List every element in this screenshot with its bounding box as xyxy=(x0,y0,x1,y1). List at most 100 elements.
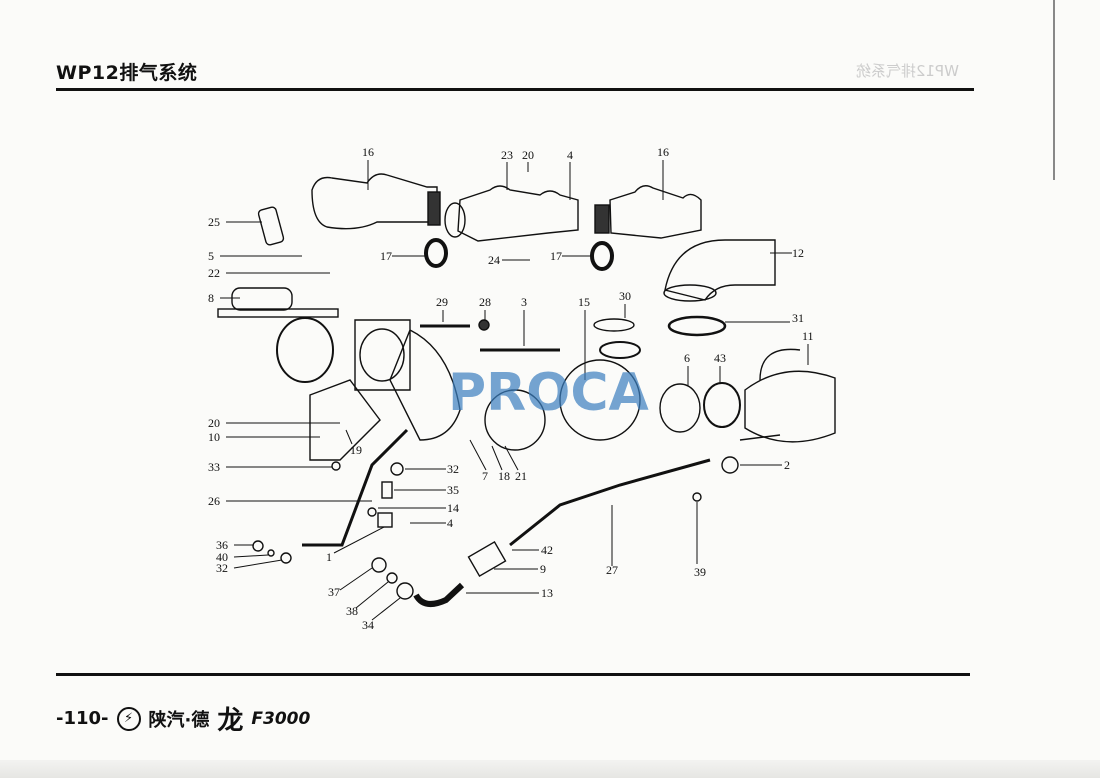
washer-14 xyxy=(367,507,377,517)
part-callout-34: 34 xyxy=(362,618,374,632)
watermark-logo: PROCA xyxy=(448,363,649,423)
part-callout-17: 17 xyxy=(550,249,562,263)
part-callout-14: 14 xyxy=(447,501,459,515)
part-callout-40: 40 xyxy=(216,550,228,564)
turbo-housing xyxy=(354,319,461,441)
part-callout-25: 25 xyxy=(208,215,220,229)
oil-pipe-26 xyxy=(302,428,409,547)
part-callout-20: 20 xyxy=(522,148,534,162)
part-callout-32: 32 xyxy=(447,462,459,476)
leader-line xyxy=(469,439,487,471)
part-callout-28: 28 xyxy=(479,295,491,309)
scan-edge xyxy=(0,760,1100,778)
turbo-inlet-flange xyxy=(276,317,334,383)
part-callout-7: 7 xyxy=(482,469,488,483)
part-callout-29: 29 xyxy=(436,295,448,309)
washer-40 xyxy=(267,549,275,557)
leader-line xyxy=(233,554,269,558)
fitting-35 xyxy=(381,481,393,499)
part-callout-35: 35 xyxy=(447,483,459,497)
ring-15 xyxy=(599,341,641,359)
bracket-10 xyxy=(309,379,381,461)
part-callout-16: 16 xyxy=(657,145,669,159)
clamp-1 xyxy=(377,512,393,528)
footer-rule xyxy=(56,673,970,676)
ring-30 xyxy=(593,318,635,332)
part-callout-11: 11 xyxy=(802,329,814,343)
leader-line xyxy=(339,567,373,591)
page-edge xyxy=(1053,0,1055,180)
pipe-13 xyxy=(413,582,465,607)
fitting-36 xyxy=(252,540,264,552)
part-callout-9: 9 xyxy=(540,562,546,576)
part-callout-30: 30 xyxy=(619,289,631,303)
sleeve-6 xyxy=(659,383,701,433)
part-callout-21: 21 xyxy=(515,469,527,483)
gasket-2 xyxy=(721,456,739,474)
bellows-43 xyxy=(703,382,741,428)
part-callout-12: 12 xyxy=(792,246,804,260)
pipe-27 xyxy=(509,458,711,547)
manifold-center-end xyxy=(444,202,466,238)
washer-38 xyxy=(386,572,398,584)
turbo-ring-plate xyxy=(484,389,546,451)
part-callout-27: 27 xyxy=(606,563,618,577)
bolt-33 xyxy=(331,461,341,471)
hose-9 xyxy=(467,541,507,577)
nut-34 xyxy=(396,582,414,600)
nut-32-upper xyxy=(390,462,404,476)
nut-28 xyxy=(478,319,490,331)
manifold-flange-left xyxy=(427,191,441,226)
part-callout-8: 8 xyxy=(208,291,214,305)
exhaust-manifold-left xyxy=(311,173,438,230)
part-callout-19: 19 xyxy=(350,443,362,457)
part-callout-16: 16 xyxy=(362,145,374,159)
elbow-flange xyxy=(663,284,717,302)
exhaust-manifold-center xyxy=(457,185,579,242)
part-callout-10: 10 xyxy=(208,430,220,444)
part-callout-43: 43 xyxy=(714,351,726,365)
part-callout-17: 17 xyxy=(380,249,392,263)
fitting-37 xyxy=(371,557,387,573)
screw-39 xyxy=(692,492,702,502)
turbo-compressor xyxy=(559,359,641,441)
part-callout-13: 13 xyxy=(541,586,553,600)
part-callout-6: 6 xyxy=(684,351,690,365)
bracket-plate xyxy=(217,308,339,318)
seal-ring-17-left xyxy=(424,238,448,268)
header-rule xyxy=(56,88,974,91)
nut-32-lower xyxy=(280,552,292,564)
leader-line xyxy=(333,526,385,554)
elbow-pipe-12 xyxy=(664,239,776,301)
part-callout-39: 39 xyxy=(694,565,706,579)
page-footer: -110- ⚡ 陕汽·德 龙 F3000 xyxy=(56,700,310,737)
outlet-11 xyxy=(744,370,836,443)
actuator-8 xyxy=(231,287,293,311)
part-callout-36: 36 xyxy=(216,538,228,552)
part-callout-3: 3 xyxy=(521,295,527,309)
part-callout-33: 33 xyxy=(208,460,220,474)
part-callout-37: 37 xyxy=(328,585,340,599)
flange-opening xyxy=(359,328,405,382)
manifold-flange-right xyxy=(594,204,610,234)
brand-glyph: 龙 xyxy=(217,706,244,736)
part-callout-18: 18 xyxy=(498,469,510,483)
leader-line xyxy=(355,581,389,609)
part-callout-24: 24 xyxy=(488,253,500,267)
part-callout-1: 1 xyxy=(326,550,332,564)
leader-line xyxy=(233,559,283,569)
exhaust-manifold-right xyxy=(609,185,702,239)
part-callout-4: 4 xyxy=(447,516,453,530)
part-callout-38: 38 xyxy=(346,604,358,618)
model-name: F3000 xyxy=(251,708,311,729)
part-callout-20: 20 xyxy=(208,416,220,430)
part-callout-15: 15 xyxy=(578,295,590,309)
leader-line xyxy=(504,445,519,471)
leader-line xyxy=(371,597,401,621)
brand-name: 陕汽·德 xyxy=(148,709,210,731)
part-callout-4: 4 xyxy=(567,148,573,162)
part-callout-2: 2 xyxy=(784,458,790,472)
part-callout-31: 31 xyxy=(792,311,804,325)
leader-line xyxy=(345,429,353,445)
